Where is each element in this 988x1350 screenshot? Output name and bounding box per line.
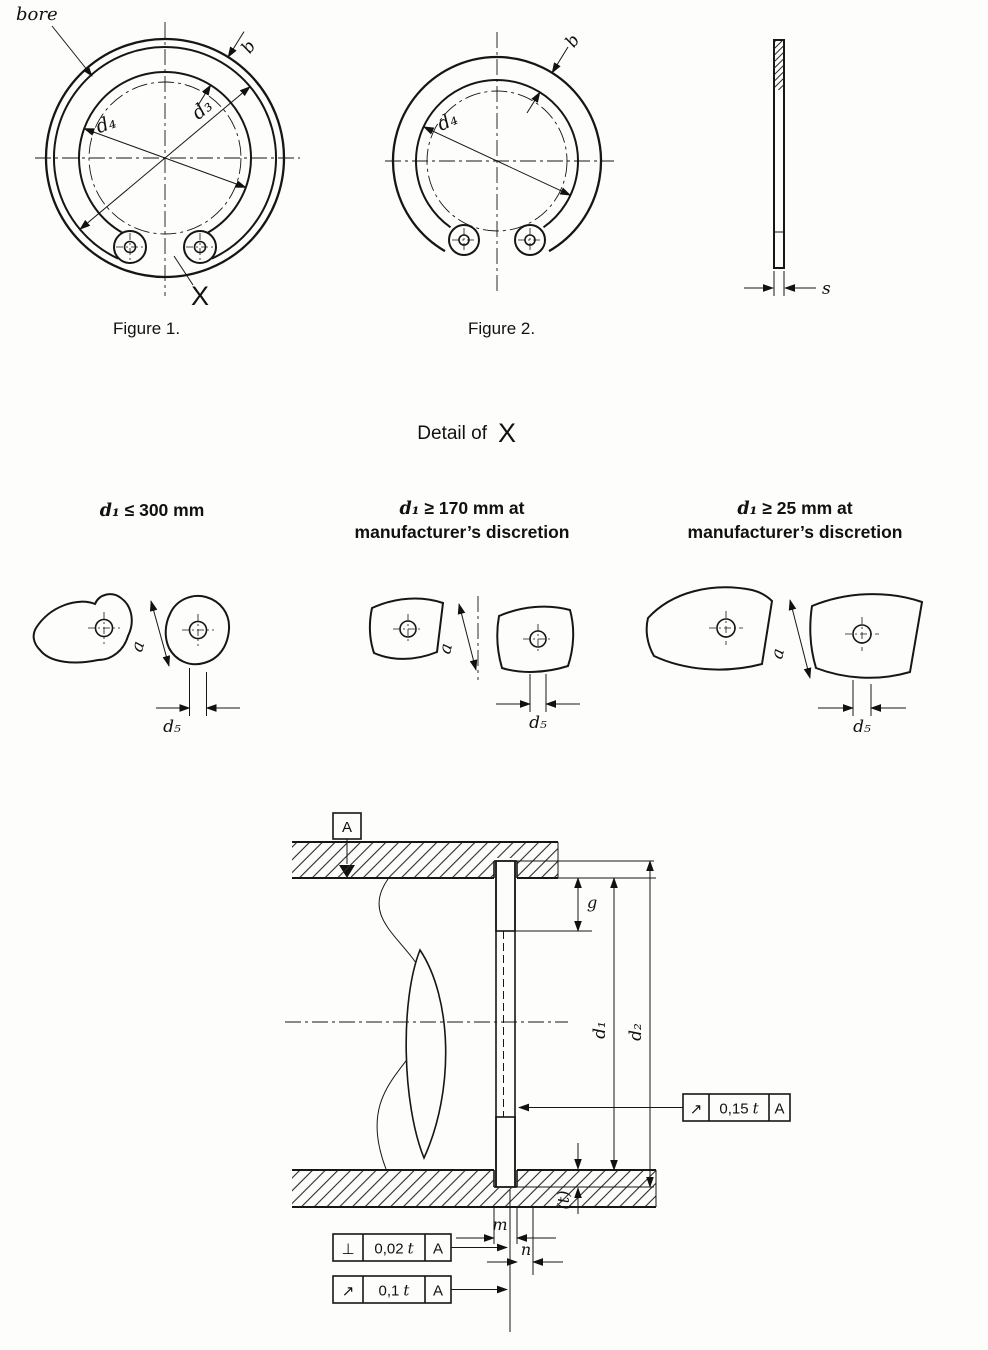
variant3-right-lug	[809, 593, 924, 679]
housing-top-section	[292, 841, 559, 879]
variant2-a-label: a	[435, 641, 457, 656]
d2-dimension: d₂	[517, 860, 654, 1188]
m-dimension: m	[456, 1207, 556, 1244]
variant1-condition: d₁≤ 300 mm	[100, 500, 205, 521]
side-view-drawing: s	[744, 39, 831, 299]
variant3-a-dimension-line	[788, 599, 812, 679]
shaft-section-bg	[406, 950, 446, 1158]
fcf-datum: A	[433, 1283, 443, 1300]
d1-label: d₁	[590, 1021, 610, 1039]
figure1-lug-left	[113, 230, 147, 264]
variant2-right-lug	[496, 605, 575, 673]
figure1-caption: Figure 1.	[113, 319, 180, 338]
d2-label: d₂	[626, 1023, 646, 1041]
detail-of-x-title: Detail of X	[417, 418, 516, 448]
figure2-caption: Figure 2.	[468, 319, 535, 338]
variant3-condition-line2: manufacturer’s discretion	[688, 522, 903, 542]
variant3-condition-line1: d₁≥ 25 mm at	[737, 498, 852, 519]
figure1-ring-outer-edge	[53, 46, 277, 260]
detail-variant-1: d₁≤ 300 mm a d₅	[32, 500, 240, 737]
figure1-b-label: b	[238, 37, 261, 57]
figure2-lug-left	[448, 224, 480, 256]
figure1-bore-label: bore	[16, 4, 58, 25]
figure2-ring-outer-edge	[391, 55, 603, 253]
figure1-d4-label: d₄	[93, 111, 119, 138]
variant3-left-lug	[645, 586, 774, 671]
figure2-ring-inner-edge	[415, 79, 579, 229]
g-label: g	[587, 893, 597, 912]
variant2-condition-line2: manufacturer’s discretion	[355, 522, 570, 542]
figure1-bore-leader	[51, 25, 93, 77]
fcf-datum: A	[433, 1241, 443, 1258]
side-view-hatch	[774, 40, 784, 90]
variant2-a-dimension-line	[457, 603, 478, 671]
figure1-lug-right	[183, 230, 217, 264]
retaining-ring-section	[495, 860, 516, 1188]
detail-title: Detail of	[417, 423, 487, 444]
detail-variant-2: d₁≥ 170 mm at manufacturer’s discretion …	[355, 498, 580, 733]
g-dimension: g	[515, 877, 597, 932]
perpendicularity-symbol-icon: ⊥	[341, 1241, 354, 1258]
variant1-left-hole	[94, 618, 114, 638]
figure1-drawing: d₃ d₄ b bore X Figure 1.	[16, 4, 300, 338]
figure2-d4-dimension-line	[422, 126, 572, 196]
variant2-d5-dimension: d₅	[496, 674, 580, 733]
variant1-d5-label: d₅	[163, 717, 181, 737]
variant3-a-label: a	[767, 646, 789, 661]
figure1-x-leader	[173, 255, 194, 286]
figure1-b-dimension: b	[196, 31, 261, 107]
variant1-a-label: a	[127, 639, 149, 654]
variant1-d5-dimension: d₅	[156, 668, 240, 737]
variant1-left-lug	[32, 593, 133, 664]
variant1-right-hole	[188, 620, 208, 640]
figure2-b-dimension: b	[526, 31, 585, 114]
m-label: m	[492, 1215, 507, 1234]
variant1-a-dimension-line	[149, 600, 171, 667]
n-label: n	[521, 1240, 531, 1259]
figure1-x-marker: X	[191, 281, 209, 311]
detail-x-marker: X	[498, 418, 516, 448]
shaft-section-hatch	[405, 948, 447, 1161]
side-view-s-label: s	[822, 279, 831, 299]
fcf-datum: A	[774, 1101, 784, 1118]
housing-bottom-section	[292, 1169, 657, 1208]
figure2-drawing: d₄ b Figure 2.	[385, 31, 614, 338]
variant3-d5-label: d₅	[853, 717, 871, 737]
figure1-bore-circle	[44, 37, 286, 279]
installation-section-drawing: A	[285, 812, 791, 1332]
figure2-b-label: b	[562, 31, 585, 51]
variant3-d5-dimension: d₅	[818, 680, 906, 737]
n-dimension: n	[487, 1207, 563, 1275]
t-dimension: (t)	[554, 1143, 582, 1214]
d1-dimension: d₁	[558, 877, 656, 1171]
figure1-d4-dimension-line	[83, 128, 247, 188]
variant2-left-lug	[368, 597, 445, 660]
detail-variant-3: d₁≥ 25 mm at manufacturer’s discretion a…	[645, 498, 924, 737]
variant2-d5-label: d₅	[529, 713, 547, 733]
t-label: (t)	[554, 1191, 573, 1210]
figure2-d4-label: d₄	[434, 107, 461, 135]
runout-symbol-icon: ↗	[342, 1283, 355, 1300]
runout-symbol-icon: ↗	[690, 1101, 703, 1118]
figure2-lug-right	[514, 224, 546, 256]
variant2-condition-line1: d₁≥ 170 mm at	[400, 498, 525, 519]
datum-label: A	[342, 819, 352, 836]
